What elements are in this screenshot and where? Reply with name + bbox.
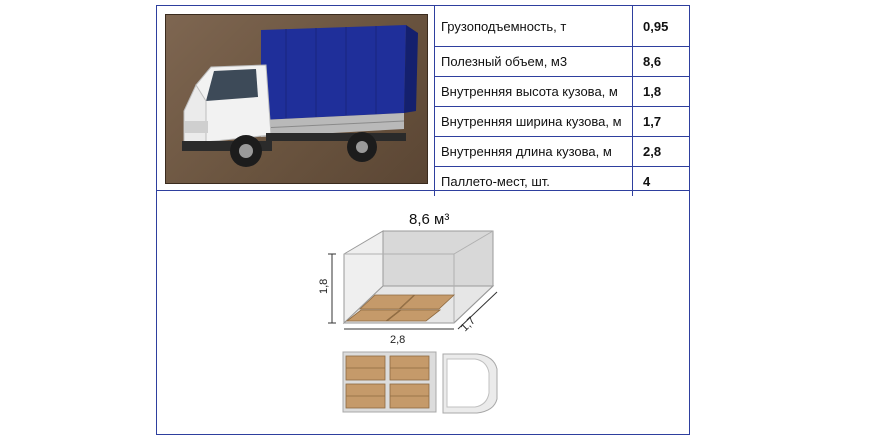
vehicle-spec-card: Грузоподъемность, т 0,95 Полезный объем,… — [156, 5, 690, 435]
table-row: Внутренняя длина кузова, м 2,8 — [434, 136, 689, 167]
volume-label: 8,6 м³ — [409, 211, 449, 228]
spec-value: 8,6 — [632, 46, 689, 77]
truck-photo — [165, 14, 428, 184]
spec-label: Внутренняя ширина кузова, м — [434, 106, 633, 137]
spec-value: 4 — [632, 166, 689, 196]
spec-value: 1,8 — [632, 76, 689, 107]
cargo-box-diagram: 8,6 м³ 1,8 2,8 — [318, 211, 498, 414]
spec-value: 0,95 — [632, 6, 689, 47]
spec-label: Полезный объем, м3 — [434, 46, 633, 77]
spec-value: 2,8 — [632, 136, 689, 167]
height-label: 1,8 — [318, 279, 330, 294]
pallet-layout-diagram — [342, 351, 498, 414]
length-label: 2,8 — [390, 334, 405, 346]
spec-value: 1,7 — [632, 106, 689, 137]
truck-icon — [182, 25, 418, 167]
table-row: Паллето-мест, шт. 4 — [434, 166, 689, 196]
table-row: Грузоподъемность, т 0,95 — [434, 6, 689, 47]
width-label: 1,7 — [459, 315, 478, 334]
spec-header: Грузоподъемность, т 0,95 Полезный объем,… — [157, 6, 689, 196]
cargo-diagram-area: 8,6 м³ 1,8 2,8 — [157, 191, 689, 434]
spec-label: Паллето-мест, шт. — [434, 166, 633, 196]
floor-pallets — [345, 294, 456, 322]
table-row: Полезный объем, м3 8,6 — [434, 46, 689, 77]
spec-label: Внутренняя длина кузова, м — [434, 136, 633, 167]
table-row: Внутренняя ширина кузова, м 1,7 — [434, 106, 689, 137]
spec-label: Внутренняя высота кузова, м — [434, 76, 633, 107]
specs-table: Грузоподъемность, т 0,95 Полезный объем,… — [434, 6, 689, 196]
spec-label: Грузоподъемность, т — [434, 6, 633, 47]
table-row: Внутренняя высота кузова, м 1,8 — [434, 76, 689, 107]
